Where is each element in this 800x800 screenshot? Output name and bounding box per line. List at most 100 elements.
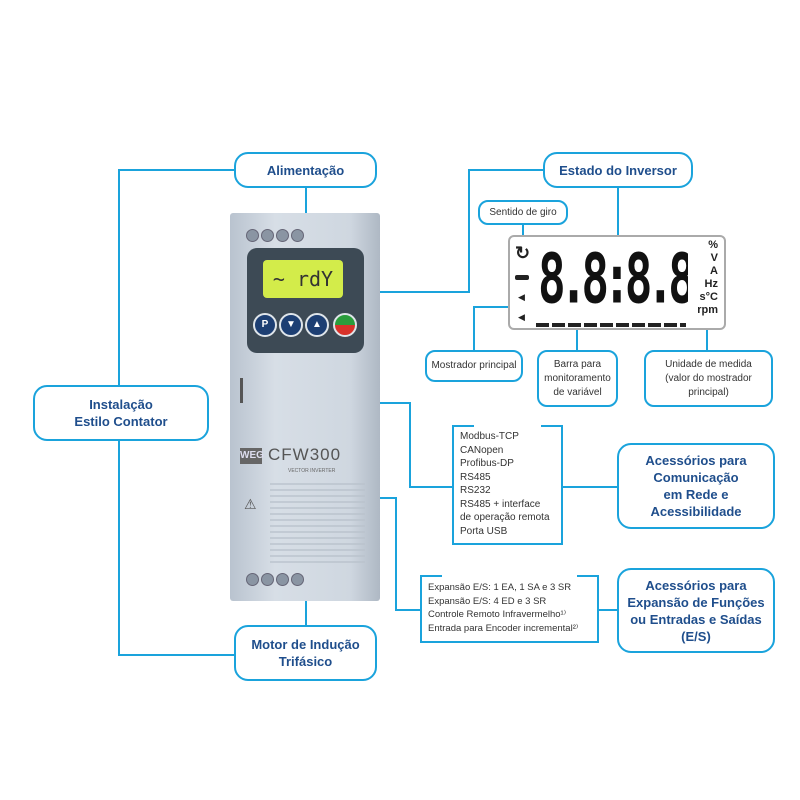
list-item: Expansão E/S: 4 ED e 3 SR [428, 595, 547, 607]
terminal-screw [291, 573, 304, 586]
connector [380, 497, 397, 499]
connector [118, 654, 234, 656]
comm-list: Modbus-TCP CANopen Profibus-DP RS485 RS2… [452, 424, 563, 546]
warning-icon: ⚠ [244, 496, 257, 512]
label-text: Acessórios para [645, 577, 747, 593]
unit-hertz: Hz [704, 278, 718, 290]
terminal-screw [246, 229, 259, 242]
connector [118, 440, 120, 656]
unit-percent: % [708, 239, 718, 251]
connector [118, 169, 120, 385]
terminal-screw [276, 229, 289, 242]
label-mostrador: Mostrador principal [425, 350, 523, 382]
minus-sign-icon [515, 275, 529, 280]
label-text: Estilo Contator [74, 414, 168, 429]
label-text: principal) [688, 386, 729, 398]
connector [473, 306, 475, 350]
label-text: Barra para [553, 358, 602, 370]
unit-volt: V [710, 252, 718, 264]
list-item: RS485 [460, 471, 491, 483]
label-text: monitoramento [544, 372, 611, 384]
list-item: RS485 + interface [460, 498, 541, 510]
list-item: de operação remota [460, 512, 550, 523]
list-item: Expansão E/S: 1 EA, 1 SA e 3 SR [428, 582, 572, 593]
label-sentido-giro: Sentido de giro [478, 200, 568, 225]
weg-logo: WEG [240, 448, 264, 464]
label-text: Trifásico [278, 654, 333, 669]
list-item: RS232 [460, 485, 491, 496]
unit-ampere: A [710, 265, 718, 277]
connector [522, 224, 524, 240]
down-button[interactable]: ▼ [279, 313, 303, 337]
list-item: Modbus-TCP [460, 431, 519, 442]
list-item: Controle Remoto Infravermelho¹⁾ [428, 609, 567, 620]
connector [473, 306, 535, 308]
connector [617, 187, 619, 237]
connector [468, 169, 470, 293]
keypad-display: ~ rdY [263, 260, 343, 298]
program-button[interactable]: P [253, 313, 277, 337]
label-alimentacao: Alimentação [234, 152, 377, 188]
label-text: em Rede e [663, 487, 729, 502]
terminal-screw [291, 229, 304, 242]
model-name: CFW300 [268, 445, 342, 464]
keypad: ~ rdY P ▼ ▲ [247, 248, 364, 353]
label-text: (E/S) [681, 628, 711, 644]
connector [409, 486, 453, 488]
label-text: Acessibilidade [650, 504, 742, 519]
up-button[interactable]: ▲ [305, 313, 329, 337]
expansion-list: Expansão E/S: 1 EA, 1 SA e 3 SR Expansão… [420, 574, 599, 644]
lcd-display: ↻ ◀ ◀ 8.8:8.8 % V A Hz s°C rpm [508, 235, 726, 330]
label-unidade: Unidade de medida (valor do mostrador prin… [644, 350, 773, 407]
arrow-left-icon: ◀ [518, 312, 525, 322]
connector [395, 497, 397, 611]
bargraph [536, 323, 686, 327]
connector [118, 169, 234, 171]
connector [380, 402, 411, 404]
label-text: ou Entradas e Saídas [630, 611, 762, 627]
label-text: Sentido de giro [489, 206, 557, 218]
connector [305, 600, 307, 625]
list-item: CANopen [460, 444, 504, 456]
connector [409, 402, 411, 488]
connector [395, 609, 421, 611]
cover-slot [240, 378, 243, 403]
terminal-screw [261, 229, 274, 242]
terminal-screw [276, 573, 289, 586]
main-digits: 8.8:8.8 [538, 241, 688, 316]
connector [706, 322, 708, 350]
unit-rpm: rpm [697, 304, 718, 316]
label-text: (valor do mostrador [665, 372, 752, 384]
warning-text [270, 483, 365, 563]
connector [562, 486, 618, 488]
label-text: Acessórios para [645, 453, 747, 468]
label-text: Motor de Indução [251, 637, 360, 652]
connector [380, 291, 470, 293]
model-subtitle: VECTOR INVERTER [288, 468, 336, 474]
label-text: Estado do Inversor [559, 162, 677, 178]
label-text: Unidade de medida [665, 358, 752, 370]
list-item: Profibus-DP [460, 458, 514, 469]
label-text: de variável [553, 386, 602, 398]
start-stop-button[interactable] [333, 313, 357, 337]
rotation-icon: ↻ [515, 243, 531, 263]
label-text: Mostrador principal [431, 360, 517, 371]
terminal-screw [261, 573, 274, 586]
unit-seconds-celsius: s°C [699, 291, 718, 303]
list-item: Entrada para Encoder incremental²⁾ [428, 622, 579, 634]
arrow-left-icon: ◀ [518, 292, 525, 302]
connector [576, 326, 578, 350]
label-barra: Barra para monitoramento de variável [537, 350, 618, 407]
terminal-screw [246, 573, 259, 586]
connector [468, 169, 543, 171]
list-item: Porta USB [460, 525, 508, 537]
label-text: Comunicação [653, 470, 739, 485]
connector [305, 187, 307, 214]
connector [598, 609, 618, 611]
label-text: Alimentação [266, 162, 345, 178]
label-text: Expansão de Funções [627, 594, 765, 610]
